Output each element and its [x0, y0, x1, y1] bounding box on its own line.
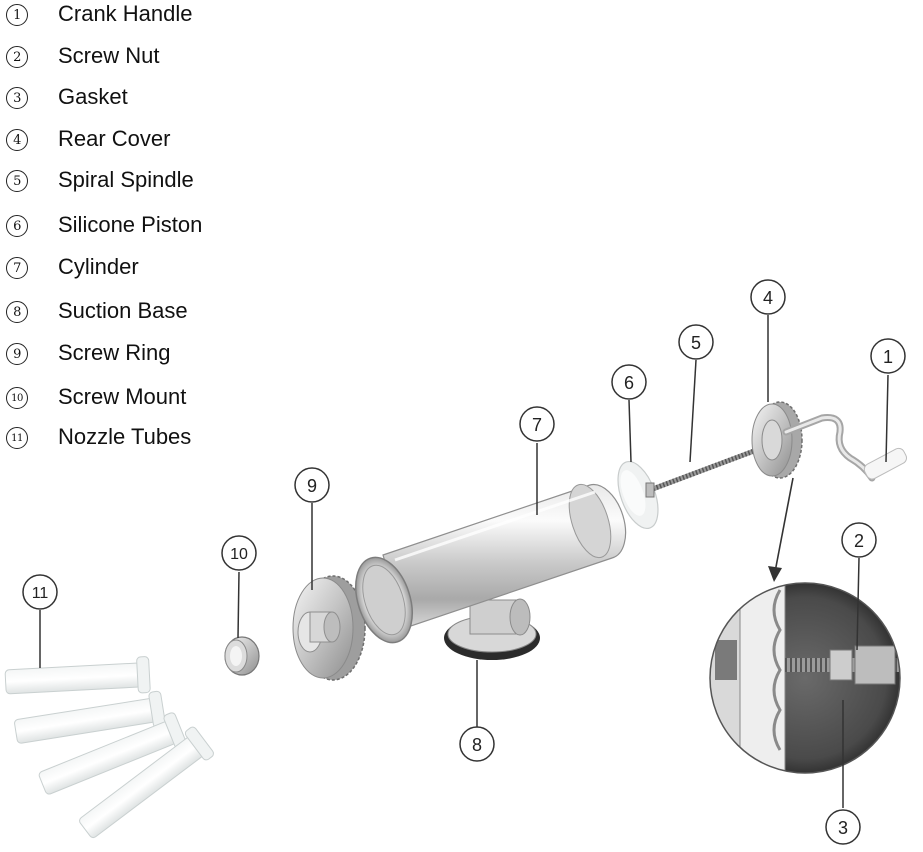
callout-number: 9 — [307, 476, 317, 496]
callout-9: 9 — [295, 468, 329, 502]
screw-ring — [293, 576, 365, 680]
callout-1: 1 — [871, 339, 905, 373]
callout-number: 7 — [532, 415, 542, 435]
callout-number: 2 — [854, 531, 864, 551]
callout-5: 5 — [679, 325, 713, 359]
callout-number: 4 — [763, 288, 773, 308]
callout-10: 10 — [222, 536, 256, 570]
callout-2: 2 — [842, 523, 876, 557]
callout-4: 4 — [751, 280, 785, 314]
callout-number: 8 — [472, 735, 482, 755]
callout-8: 8 — [460, 727, 494, 761]
callout-number: 3 — [838, 818, 848, 838]
callout-6: 6 — [612, 365, 646, 399]
callout-11: 11 — [23, 575, 57, 609]
zoom-arrow — [768, 478, 793, 582]
screw-mount — [225, 637, 259, 675]
crank-handle — [786, 418, 909, 482]
callout-number: 5 — [691, 333, 701, 353]
callout-7: 7 — [520, 407, 554, 441]
spiral-spindle — [646, 445, 770, 497]
nozzle-tubes — [5, 656, 215, 843]
callout-number: 1 — [883, 347, 893, 367]
callout-number: 10 — [230, 546, 248, 563]
rear-cover — [752, 402, 802, 478]
callout-3: 3 — [826, 810, 860, 844]
zoom-detail — [710, 583, 900, 773]
callout-number: 6 — [624, 373, 634, 393]
callout-number: 11 — [32, 585, 49, 602]
